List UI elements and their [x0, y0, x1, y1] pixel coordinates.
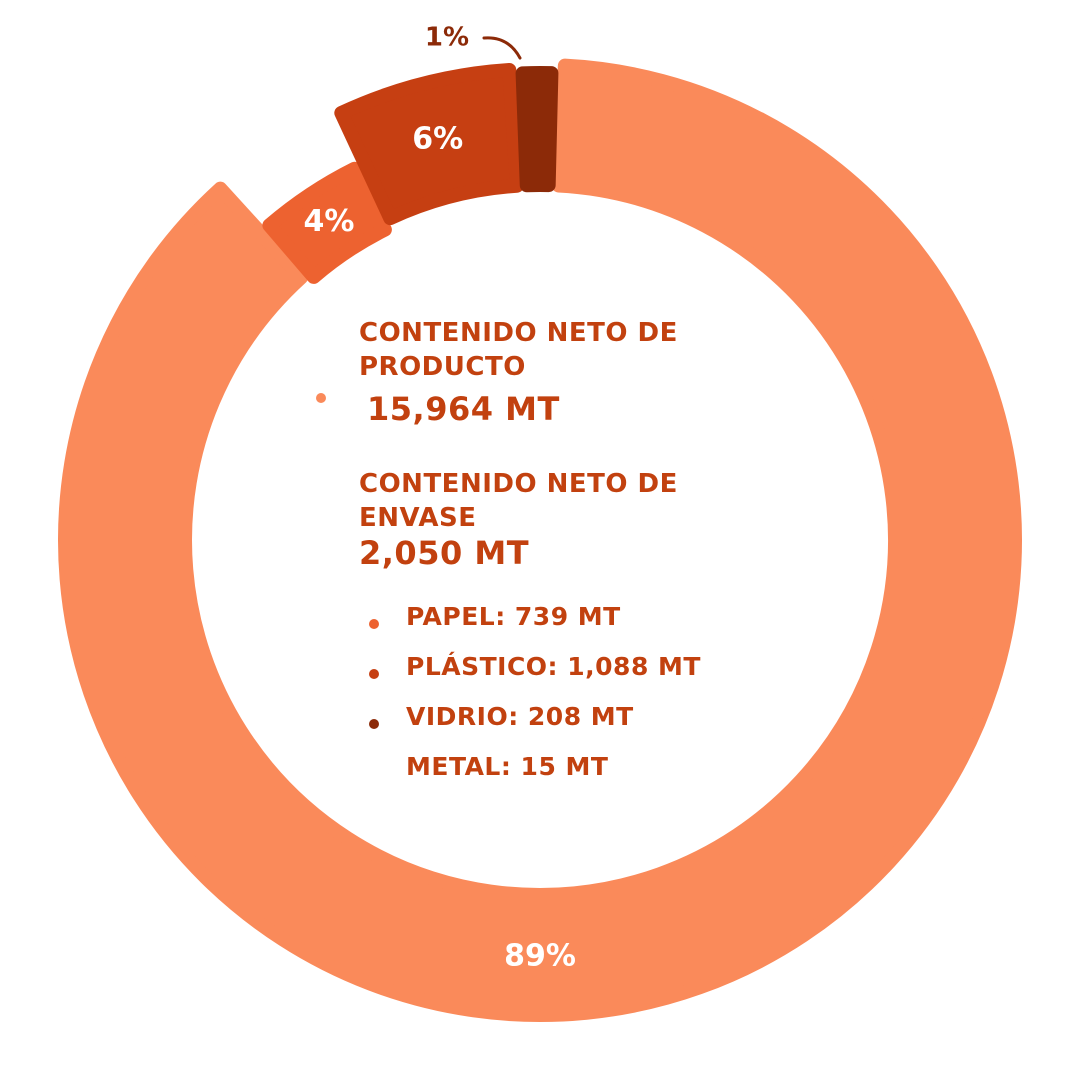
- vidrio-dot: [369, 719, 379, 729]
- slice-1-label: 1%: [425, 23, 469, 53]
- slice-89: [58, 58, 1022, 1022]
- slice-89-label: 89%: [504, 939, 576, 974]
- papel-dot: [369, 619, 379, 629]
- producto-value: 15,964 MT: [367, 390, 560, 428]
- slice-4-label: 4%: [304, 204, 355, 239]
- callout-line: [482, 36, 522, 60]
- legend-item-plastico: PLÁSTICO: 1,088 MT: [406, 652, 701, 681]
- legend-item-papel: PAPEL: 739 MT: [406, 602, 621, 631]
- envase-title: CONTENIDO NETO DE ENVASE: [359, 469, 678, 533]
- slice-6: [334, 63, 524, 226]
- envase-value: 2,050 MT: [359, 534, 530, 572]
- legend-item-metal: METAL: 15 MT: [406, 752, 609, 781]
- plastico-dot: [369, 669, 379, 679]
- producto-title: CONTENIDO NETO DE PRODUCTO: [359, 318, 678, 382]
- slice-1: [515, 66, 559, 193]
- slice-4: [262, 161, 392, 284]
- legend-item-vidrio: VIDRIO: 208 MT: [406, 702, 634, 731]
- producto-dot: [316, 393, 326, 403]
- slice-6-label: 6%: [412, 121, 463, 156]
